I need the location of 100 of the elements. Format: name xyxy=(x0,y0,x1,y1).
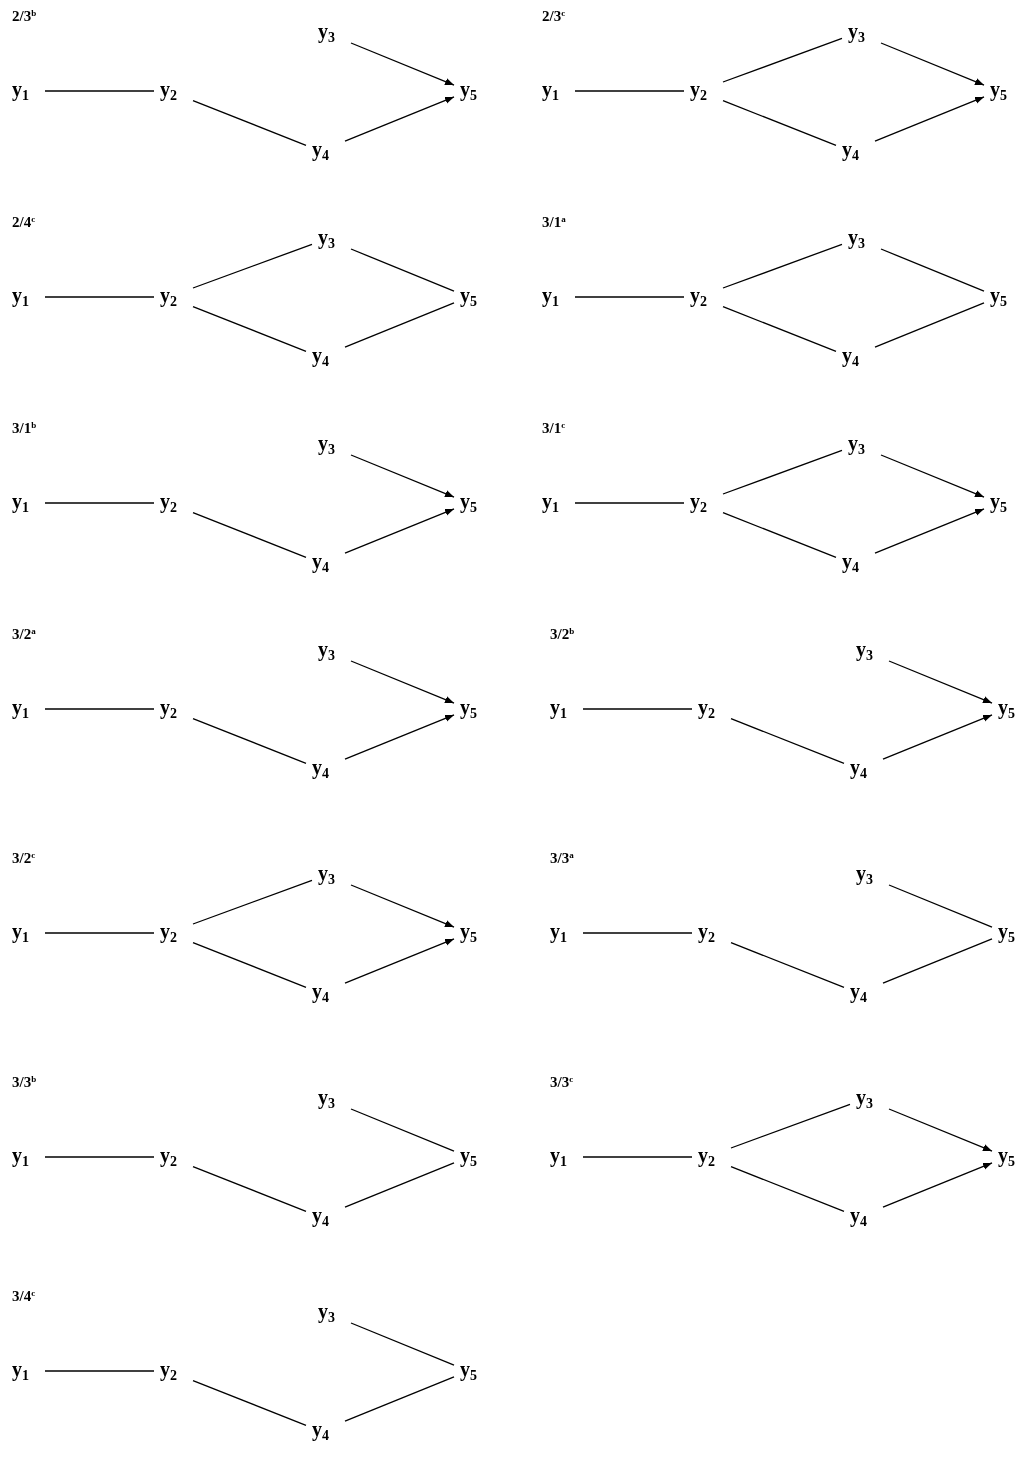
variable-label: y$_{4}$ xyxy=(848,980,869,1006)
variable-label: y$_{4}$ xyxy=(310,1204,331,1230)
panel-title: 3/2$^{b}$ xyxy=(550,626,575,643)
variable-label: y$_{2}$ xyxy=(158,696,179,722)
variable-label: y$_{1}$ xyxy=(540,78,561,104)
variable-label: y$_{5}$ xyxy=(458,696,479,722)
variable-label: y$_{3}$ xyxy=(316,226,337,252)
connector-line xyxy=(344,302,455,348)
connector-line xyxy=(730,718,845,764)
arrow xyxy=(880,454,985,498)
variable-label: y$_{2}$ xyxy=(688,490,709,516)
arrow xyxy=(882,1162,993,1208)
arrow xyxy=(344,508,455,554)
connector-line xyxy=(192,243,313,289)
variable-label: y$_{3}$ xyxy=(854,862,875,888)
connector-line xyxy=(44,1370,155,1372)
panel-title: 2/3$^{c}$ xyxy=(542,8,566,25)
variable-label: y$_{2}$ xyxy=(158,1144,179,1170)
panel-title: 3/1$^{b}$ xyxy=(12,420,37,437)
variable-label: y$_{4}$ xyxy=(310,550,331,576)
panel-title: 3/3$^{b}$ xyxy=(12,1074,37,1091)
arrow xyxy=(344,714,455,760)
connector-line xyxy=(44,708,155,710)
arrow xyxy=(874,96,985,142)
connector-line xyxy=(582,1156,693,1158)
arrow xyxy=(874,508,985,554)
variable-label: y$_{1}$ xyxy=(548,920,569,946)
variable-label: y$_{5}$ xyxy=(988,490,1009,516)
variable-label: y$_{4}$ xyxy=(310,756,331,782)
connector-line xyxy=(44,296,155,298)
connector-line xyxy=(350,248,455,292)
connector-line xyxy=(350,1322,455,1366)
variable-label: y$_{3}$ xyxy=(316,638,337,664)
variable-label: y$_{5}$ xyxy=(996,696,1017,722)
variable-label: y$_{3}$ xyxy=(316,432,337,458)
arrow xyxy=(888,1108,993,1152)
connector-line xyxy=(350,1108,455,1152)
connector-line xyxy=(722,512,837,558)
variable-label: y$_{5}$ xyxy=(988,78,1009,104)
variable-label: y$_{1}$ xyxy=(10,696,31,722)
connector-line xyxy=(730,942,845,988)
variable-label: y$_{5}$ xyxy=(458,1144,479,1170)
connector-line xyxy=(44,90,155,92)
variable-label: y$_{3}$ xyxy=(316,1300,337,1326)
connector-line xyxy=(192,1380,307,1426)
variable-label: y$_{1}$ xyxy=(10,284,31,310)
connector-line xyxy=(582,708,693,710)
variable-label: y$_{2}$ xyxy=(696,920,717,946)
panel-title: 3/2$^{c}$ xyxy=(12,850,36,867)
arrow xyxy=(344,96,455,142)
connector-line xyxy=(574,296,685,298)
connector-line xyxy=(44,502,155,504)
connector-line xyxy=(192,718,307,764)
connector-line xyxy=(574,90,685,92)
variable-label: y$_{1}$ xyxy=(548,696,569,722)
variable-label: y$_{3}$ xyxy=(316,20,337,46)
variable-label: y$_{1}$ xyxy=(10,920,31,946)
panel-title: 2/3$^{b}$ xyxy=(12,8,37,25)
variable-label: y$_{4}$ xyxy=(840,138,861,164)
variable-label: y$_{3}$ xyxy=(316,862,337,888)
variable-label: y$_{1}$ xyxy=(540,490,561,516)
arrow xyxy=(882,714,993,760)
connector-line xyxy=(722,100,837,146)
variable-label: y$_{4}$ xyxy=(848,1204,869,1230)
variable-label: y$_{3}$ xyxy=(854,638,875,664)
arrow xyxy=(880,42,985,86)
variable-label: y$_{5}$ xyxy=(988,284,1009,310)
variable-label: y$_{5}$ xyxy=(458,78,479,104)
connector-line xyxy=(192,942,307,988)
connector-line xyxy=(344,1162,455,1208)
variable-label: y$_{2}$ xyxy=(158,490,179,516)
variable-label: y$_{5}$ xyxy=(996,920,1017,946)
variable-label: y$_{2}$ xyxy=(158,920,179,946)
variable-label: y$_{4}$ xyxy=(848,756,869,782)
connector-line xyxy=(882,938,993,984)
variable-label: y$_{4}$ xyxy=(840,344,861,370)
connector-line xyxy=(722,306,837,352)
connector-line xyxy=(730,1166,845,1212)
connector-line xyxy=(344,1376,455,1422)
connector-line xyxy=(192,100,307,146)
connector-line xyxy=(722,243,843,289)
variable-label: y$_{1}$ xyxy=(548,1144,569,1170)
variable-label: y$_{3}$ xyxy=(316,1086,337,1112)
arrow xyxy=(350,884,455,928)
variable-label: y$_{5}$ xyxy=(458,920,479,946)
variable-label: y$_{3}$ xyxy=(846,20,867,46)
variable-label: y$_{4}$ xyxy=(310,344,331,370)
variable-label: y$_{4}$ xyxy=(310,980,331,1006)
variable-label: y$_{2}$ xyxy=(696,696,717,722)
variable-label: y$_{5}$ xyxy=(458,1358,479,1384)
connector-line xyxy=(44,1156,155,1158)
variable-label: y$_{3}$ xyxy=(854,1086,875,1112)
connector-line xyxy=(574,502,685,504)
panel-title: 3/4$^{c}$ xyxy=(12,1288,36,1305)
connector-line xyxy=(192,879,313,925)
variable-label: y$_{2}$ xyxy=(158,78,179,104)
connector-line xyxy=(888,884,993,928)
connector-line xyxy=(582,932,693,934)
panel-title: 3/1$^{c}$ xyxy=(542,420,566,437)
variable-label: y$_{1}$ xyxy=(10,1144,31,1170)
